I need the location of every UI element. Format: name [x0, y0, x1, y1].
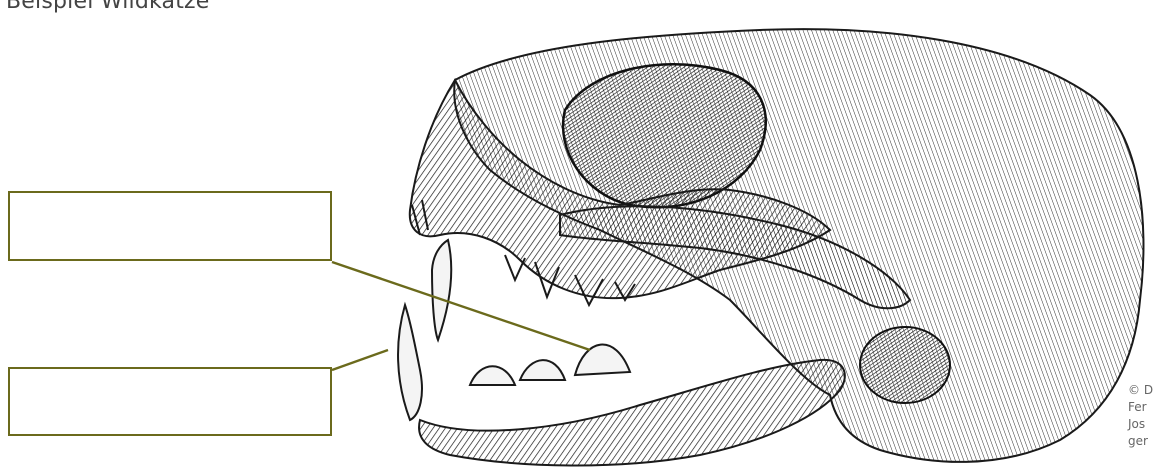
- lower-carnassial-teeth: [470, 345, 630, 385]
- answer-box-carnassial[interactable]: [8, 191, 332, 261]
- leader-line-canine: [332, 350, 388, 370]
- answer-box-canine[interactable]: [8, 367, 332, 436]
- copyright-credit: © D Fer Jos ger: [1128, 382, 1153, 450]
- lower-canine-tooth: [398, 305, 422, 420]
- credit-line: © D: [1128, 382, 1153, 399]
- credit-line: Jos: [1128, 416, 1153, 433]
- ear-bulla: [860, 327, 950, 403]
- upper-canine-tooth: [432, 240, 451, 340]
- credit-line: ger: [1128, 433, 1153, 450]
- credit-line: Fer: [1128, 399, 1153, 416]
